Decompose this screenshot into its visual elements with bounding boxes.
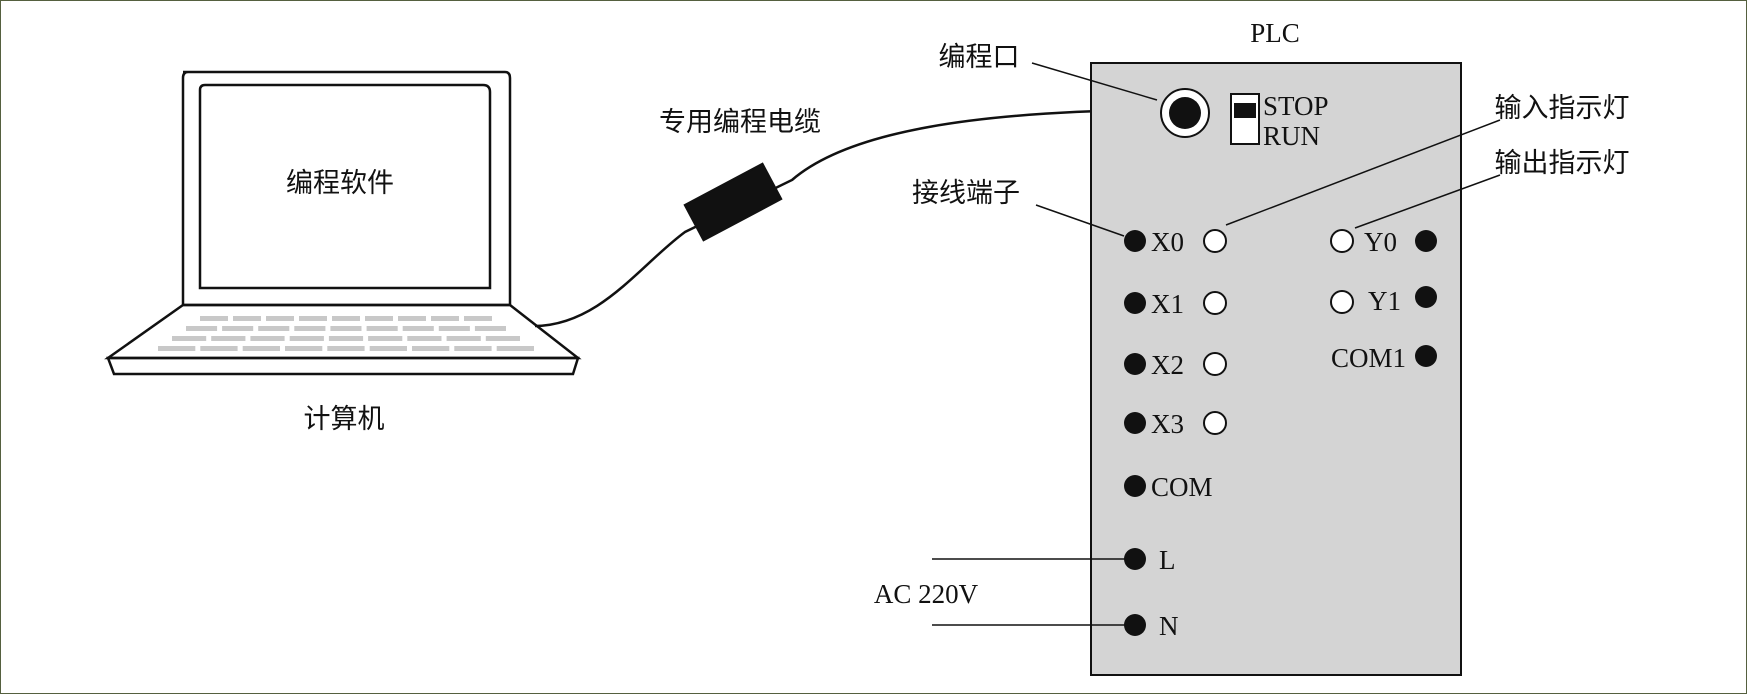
software-label: 编程软件	[286, 168, 394, 199]
indicator-led	[1330, 290, 1354, 314]
keyboard-key	[412, 346, 450, 351]
keyboard-key	[398, 316, 426, 321]
terminal-label: X2	[1151, 350, 1184, 380]
terminal-dot	[1124, 614, 1146, 636]
keyboard-key	[328, 336, 364, 341]
keyboard-key	[222, 326, 254, 331]
terminal-dot	[1415, 230, 1437, 252]
input-terminal-X2: X2	[1124, 350, 1227, 380]
input-common-terminal: COM	[1124, 472, 1213, 502]
keyboard-key	[485, 336, 520, 341]
terminal-dot	[1415, 345, 1437, 367]
programming-port-leader	[1031, 62, 1158, 101]
terminal-label: L	[1159, 545, 1176, 575]
keyboard-key	[200, 346, 238, 351]
stop-run-switch	[1230, 93, 1260, 145]
keyboard-key	[289, 336, 324, 341]
stop-label: STOP	[1263, 91, 1329, 121]
output-terminal-Y1: Y1	[1330, 286, 1437, 316]
terminal-dot	[1124, 412, 1146, 434]
keyboard-key	[258, 326, 290, 331]
plc-body	[1090, 62, 1462, 676]
indicator-led	[1330, 229, 1354, 253]
terminal-label: X1	[1151, 289, 1184, 319]
power-terminal-L: L	[932, 545, 1176, 575]
keyboard-key	[294, 326, 326, 331]
terminal-dot	[1415, 286, 1437, 308]
output-indicator-label: 输出指示灯	[1495, 148, 1630, 179]
keyboard-key	[285, 346, 323, 351]
input-indicator-leader	[1225, 119, 1501, 226]
switch-lever	[1234, 103, 1256, 118]
terminals-label: 接线端子	[912, 178, 1020, 209]
laptop-screen	[198, 83, 492, 290]
keyboard-key	[431, 316, 459, 321]
plc-title: PLC	[1250, 18, 1300, 48]
terminal-label: X0	[1151, 227, 1184, 257]
indicator-led	[1203, 352, 1227, 376]
keyboard-keys	[158, 316, 534, 351]
output-terminal-Y0: Y0	[1330, 227, 1437, 257]
input-indicator-label: 输入指示灯	[1495, 93, 1630, 124]
power-terminal-N: N	[932, 611, 1179, 641]
programming-cable	[534, 108, 1149, 328]
keyboard-key	[266, 316, 294, 321]
computer-label: 计算机	[304, 404, 385, 435]
input-terminal-X1: X1	[1124, 289, 1227, 319]
keyboard-key	[211, 336, 246, 341]
keyboard-key	[233, 316, 261, 321]
terminal-dot	[1124, 548, 1146, 570]
indicator-led	[1203, 291, 1227, 315]
power-label: AC 220V	[874, 579, 979, 609]
keyboard-key	[250, 336, 285, 341]
keyboard-key	[327, 346, 365, 351]
keyboard-key	[330, 326, 362, 331]
keyboard-key	[369, 346, 407, 351]
laptop-computer: 编程软件 计算机	[104, 70, 582, 435]
keyboard-key	[402, 326, 434, 331]
terminals-leader	[1035, 204, 1125, 237]
laptop-base-front	[106, 356, 580, 376]
keyboard-key	[454, 346, 492, 351]
indicator-led	[1203, 229, 1227, 253]
indicator-led	[1203, 411, 1227, 435]
keyboard-key	[407, 336, 442, 341]
keyboard-key	[365, 316, 393, 321]
input-terminal-X3: X3	[1124, 409, 1227, 439]
keyboard-key	[200, 316, 228, 321]
terminal-label: X3	[1151, 409, 1184, 439]
programming-port	[1169, 97, 1201, 129]
output-indicator-leader	[1354, 174, 1501, 229]
keyboard-key	[368, 336, 403, 341]
keyboard-key	[496, 346, 534, 351]
keyboard-key	[186, 326, 218, 331]
terminal-label: Y1	[1368, 286, 1401, 316]
keyboard-key	[158, 346, 196, 351]
output-common-terminal: COM1	[1331, 343, 1437, 373]
input-terminal-X0: X0	[1124, 227, 1227, 257]
keyboard-key	[299, 316, 327, 321]
cable-label: 专用编程电缆	[659, 107, 821, 138]
keyboard-key	[172, 336, 207, 341]
keyboard-key	[446, 336, 481, 341]
keyboard-key	[474, 326, 506, 331]
terminal-label: COM1	[1331, 343, 1406, 373]
keyboard-key	[464, 316, 492, 321]
terminal-dot	[1124, 353, 1146, 375]
terminal-label: Y0	[1364, 227, 1397, 257]
keyboard-key	[242, 346, 280, 351]
terminal-dot	[1124, 475, 1146, 497]
keyboard-key	[332, 316, 360, 321]
terminal-dot	[1124, 292, 1146, 314]
programming-port-label: 编程口	[939, 42, 1020, 73]
terminal-label: COM	[1151, 472, 1213, 502]
terminal-label: N	[1159, 611, 1179, 641]
terminal-dot	[1124, 230, 1146, 252]
keyboard-key	[438, 326, 470, 331]
keyboard-key	[366, 326, 398, 331]
cable-adapter-box	[683, 162, 783, 242]
run-label: RUN	[1263, 121, 1320, 151]
